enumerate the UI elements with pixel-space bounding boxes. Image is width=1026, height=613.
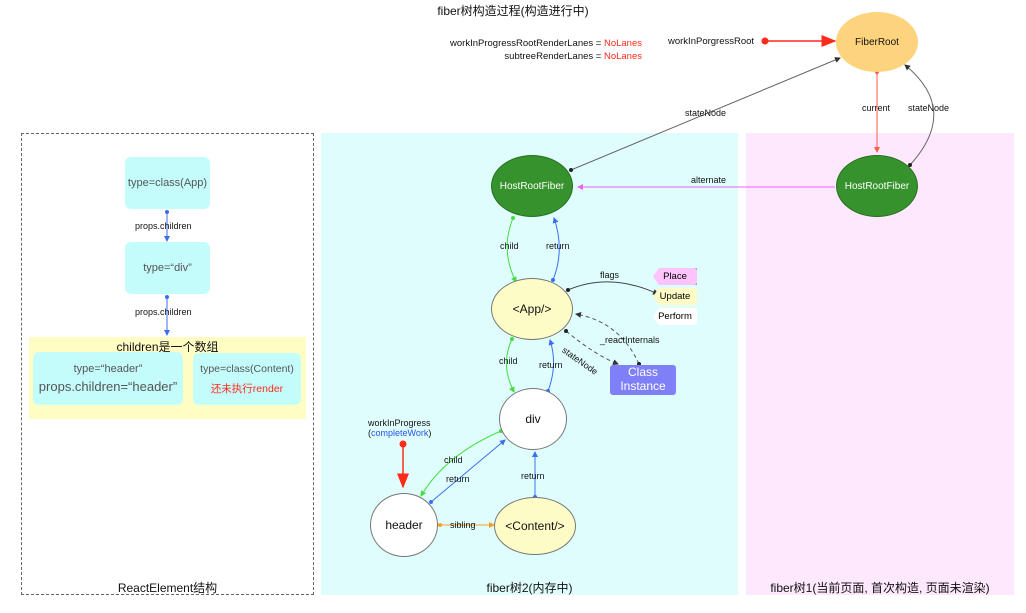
content-fiber-node: <Content/> xyxy=(494,497,576,555)
edge-react-internals xyxy=(575,311,640,365)
edge-label-current: current xyxy=(862,103,891,113)
content-note: 还未执行render xyxy=(210,382,284,395)
class-instance-line1: Class xyxy=(627,365,658,380)
header-children: props.children=“header” xyxy=(38,379,178,394)
header-type: type=“header” xyxy=(73,363,143,375)
children-array-title: children是一个数组 xyxy=(116,340,219,354)
subtree-render-lanes: subtreeRenderLanes = NoLanes xyxy=(504,51,642,62)
content-type: type=class(Content) xyxy=(200,362,294,375)
edge-label-return: return xyxy=(546,241,570,251)
wip-label: workInProgress xyxy=(368,418,431,428)
edge-label-child: child xyxy=(444,455,463,465)
flag-update: Update xyxy=(653,288,697,305)
fiber-root-node: FiberRoot xyxy=(836,12,918,72)
class-instance-node: Class Instance xyxy=(610,365,676,395)
edge-label-props-children: props.children xyxy=(135,307,192,317)
flag-place: Place xyxy=(653,268,697,285)
wip-phase: (completeWork) xyxy=(368,428,432,438)
edge-return-header-div xyxy=(430,439,506,503)
panel-label-fiber-current: fiber树1(当前页面, 首次构造, 页面未渲染) xyxy=(770,581,990,595)
edge-state-node-app xyxy=(565,330,619,365)
element-header: type=“header” props.children=“header” xyxy=(33,352,183,405)
host-root-fiber-wip: HostRootFiber xyxy=(491,155,573,217)
children-array: children是一个数组 type=“header” props.childr… xyxy=(29,337,306,419)
host-root-fiber-current: HostRootFiber xyxy=(836,155,918,217)
panel-label-fiber-wip: fiber树2(内存中) xyxy=(486,581,573,595)
edge-label-react-internals: _reactInternals xyxy=(600,335,660,345)
edge-return-app-host xyxy=(552,217,560,281)
edge-label-return: return xyxy=(446,474,470,484)
edge-label-alternate: alternate xyxy=(691,175,727,185)
edge-flags xyxy=(567,281,659,295)
class-instance-line2: Instance xyxy=(620,379,666,393)
wip-pointer-label: workInProgress (completeWork) xyxy=(368,418,431,438)
edge-child-host-app xyxy=(506,217,517,283)
edge-label-props-children: props.children xyxy=(135,221,192,231)
flag-perform: Perform xyxy=(653,308,697,325)
wip-root-pointer-label: workInPorgressRoot xyxy=(668,36,755,47)
panel-label-react-element: ReactElement结构 xyxy=(117,581,218,595)
edge-label-child: child xyxy=(499,356,518,366)
edge-label-return: return xyxy=(521,471,545,481)
app-fiber-node: <App/> xyxy=(491,278,573,340)
edge-label-child: child xyxy=(500,241,519,251)
div-fiber-node: div xyxy=(499,388,567,450)
element-content: type=class(Content) 还未执行render xyxy=(193,353,301,405)
edge-child-div-header xyxy=(420,430,502,497)
diagram-title: fiber树构造过程(构造进行中) xyxy=(437,4,589,18)
edge-label-return: return xyxy=(539,360,563,370)
edge-return-div-app xyxy=(547,339,555,392)
edge-label-sibling: sibling xyxy=(450,520,476,530)
edge-state-node-current xyxy=(904,64,935,166)
edge-child-app-div xyxy=(506,338,515,393)
edge-label-flags: flags xyxy=(600,270,620,280)
element-div: type=“div” xyxy=(125,242,210,294)
header-fiber-node: header xyxy=(370,493,438,557)
element-app: type=class(App) xyxy=(125,157,210,209)
edge-label-state-node: stateNode xyxy=(685,108,727,118)
lanes-readout: workInProgressRootRenderLanes = NoLanes … xyxy=(400,38,642,62)
edge-state-node-wip xyxy=(570,57,841,171)
wip-root-render-lanes: workInProgressRootRenderLanes = NoLanes xyxy=(450,38,642,49)
edge-label-state-node: stateNode xyxy=(908,103,950,113)
